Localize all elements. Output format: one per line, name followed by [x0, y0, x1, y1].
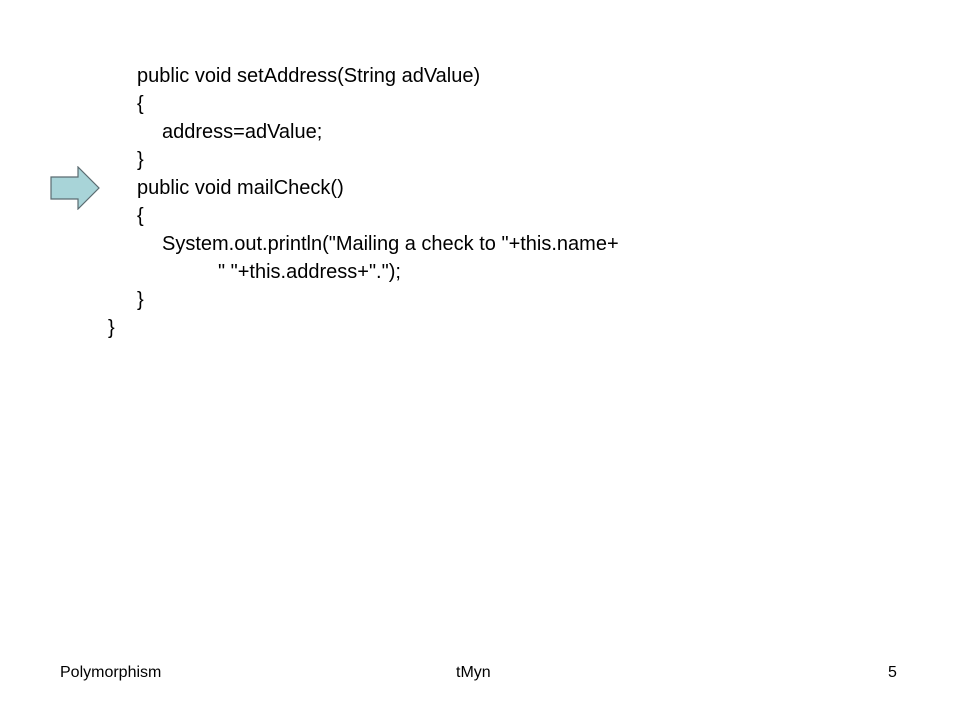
code-line-6: { — [137, 205, 144, 227]
right-arrow-icon — [50, 166, 100, 210]
code-line-5: public void mailCheck() — [137, 177, 344, 199]
footer-author: tMyn — [456, 664, 491, 681]
code-line-7: System.out.println("Mailing a check to "… — [162, 233, 619, 255]
code-line-4: } — [137, 149, 144, 171]
footer-title: Polymorphism — [60, 664, 162, 681]
code-line-10: } — [108, 317, 115, 339]
code-line-2: { — [137, 93, 144, 115]
page-number: 5 — [888, 664, 897, 681]
code-line-3: address=adValue; — [162, 121, 323, 143]
code-line-8: " "+this.address+"."); — [218, 261, 401, 283]
code-line-9: } — [137, 289, 144, 311]
code-line-1: public void setAddress(String adValue) — [137, 65, 481, 87]
